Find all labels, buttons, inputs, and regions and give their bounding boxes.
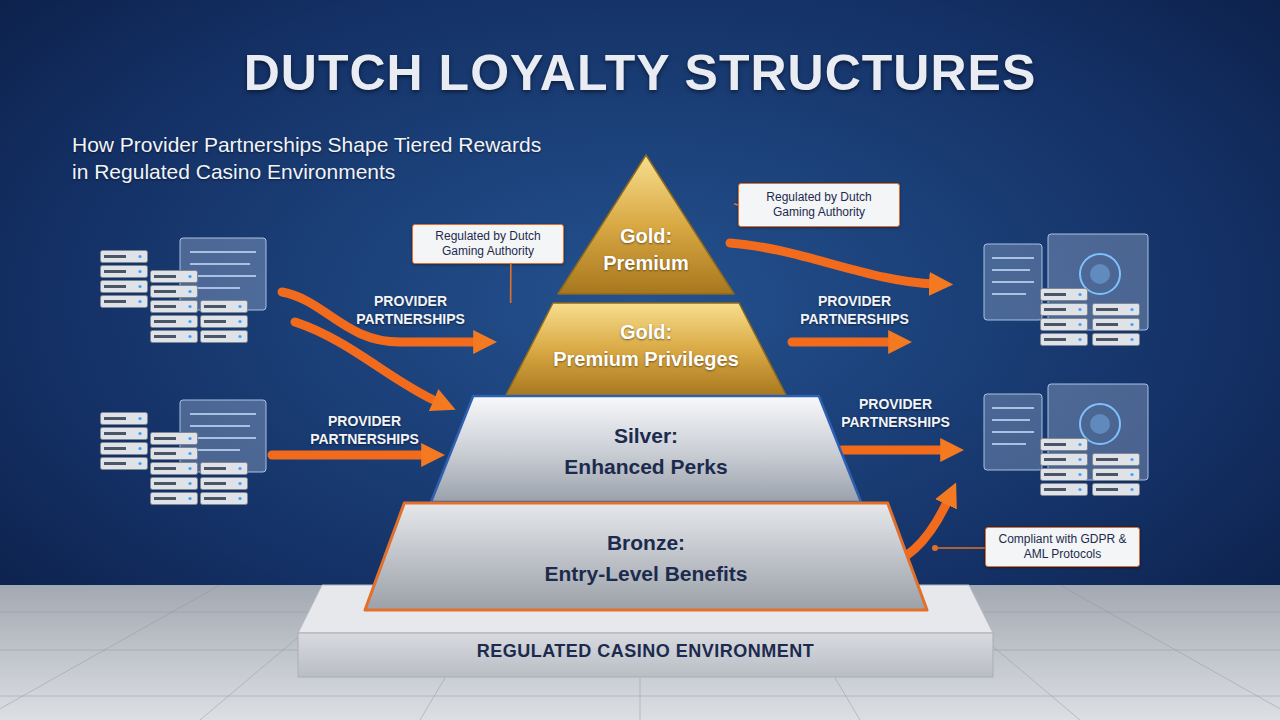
- node-text: Regulated by Dutch Gaming Authority: [419, 229, 557, 259]
- partnership-arrow: [730, 243, 934, 284]
- node-text: Entry-Level Benefits: [544, 558, 747, 589]
- platform-top: [298, 585, 993, 633]
- callout-box: Compliant with GDPR & AML Protocols: [985, 527, 1140, 567]
- subtitle: How Provider Partnerships Shape Tiered R…: [72, 131, 552, 185]
- partnership-arrow: [272, 451, 426, 460]
- tier-heading: Gold:: [620, 223, 672, 250]
- arrow-label: PROVIDER PARTNERSHIPS: [348, 292, 473, 328]
- tier-heading: Gold:: [620, 319, 672, 346]
- callout-box: Regulated by Dutch Gaming Authority: [412, 224, 564, 264]
- node-text: Regulated by Dutch Gaming Authority: [745, 190, 893, 220]
- partnership-arrow: [295, 322, 438, 402]
- arrow-label: PROVIDER PARTNERSHIPS: [792, 292, 917, 328]
- arrow-label: PROVIDER PARTNERSHIPS: [302, 412, 427, 448]
- callout-box: Regulated by Dutch Gaming Authority: [738, 183, 900, 227]
- platform-front: [298, 633, 993, 677]
- tier-band: Gold:Premium Privileges: [505, 303, 787, 397]
- leader-line: [510, 264, 512, 303]
- partnership-arrow: [792, 338, 893, 347]
- tier-shape: [558, 155, 734, 294]
- tier-triangle: Gold:Premium: [558, 155, 734, 294]
- tier-outline: [365, 503, 927, 610]
- leader-dot: [932, 545, 938, 551]
- diagram-title: DUTCH LOYALTY STRUCTURES: [0, 44, 1280, 102]
- tier-band: Bronze:Entry-Level Benefits: [365, 503, 927, 610]
- tier-shape: [365, 503, 927, 610]
- partnership-arrow: [842, 446, 945, 455]
- node-text: Enhanced Perks: [564, 451, 727, 482]
- server-cluster: [101, 400, 267, 505]
- node-text: Premium Privileges: [553, 346, 739, 373]
- partnership-arrow: [282, 292, 478, 342]
- tier-band: Silver:Enhanced Perks: [431, 396, 861, 502]
- tier-shape: [431, 396, 861, 502]
- leader-line: [734, 204, 738, 205]
- node-text: Compliant with GDPR & AML Protocols: [992, 532, 1133, 562]
- server-cluster: [984, 384, 1148, 496]
- node-text: REGULATED CASINO ENVIRONMENT: [477, 640, 815, 662]
- tier-heading: Bronze:: [607, 527, 685, 558]
- server-cluster: [984, 234, 1148, 346]
- arrow-label: PROVIDER PARTNERSHIPS: [833, 395, 958, 431]
- server-cluster: [101, 238, 267, 343]
- leader-line: [935, 547, 985, 549]
- tier-outline: [431, 396, 861, 502]
- tier-heading: Silver:: [614, 420, 678, 451]
- node-text: Premium: [603, 250, 689, 277]
- tier-shape: [505, 303, 787, 397]
